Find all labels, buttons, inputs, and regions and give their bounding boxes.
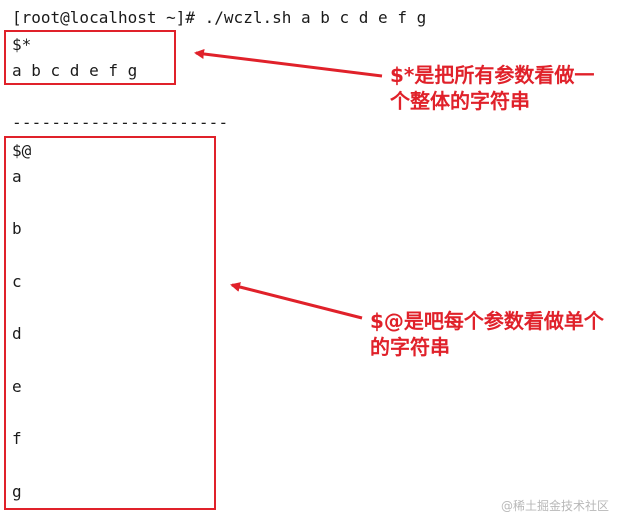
star-arrow	[194, 49, 383, 78]
star-highlight-box	[4, 30, 176, 85]
star-variable-label: $*	[12, 35, 32, 54]
at-output-line: f	[12, 429, 22, 448]
at-output-line: d	[12, 324, 22, 343]
at-highlight-box	[4, 136, 216, 510]
at-annotation-text: $@是吧每个参数看做单个的字符串	[370, 309, 604, 359]
star-annotation-text: $*是把所有参数看做一个整体的字符串	[390, 63, 595, 113]
at-arrow	[230, 282, 363, 320]
watermark: @稀土掘金技术社区	[500, 499, 609, 513]
at-output-line: g	[12, 482, 22, 501]
star-variable-output: a b c d e f g	[12, 61, 138, 80]
terminal-prompt-line: [root@localhost ~]# ./wczl.sh a b c d e …	[12, 8, 427, 27]
at-variable-label: $@	[12, 141, 32, 160]
at-output-line: e	[12, 377, 22, 396]
at-output-line: b	[12, 219, 22, 238]
separator-line: ----------------------	[12, 113, 229, 132]
at-output-line: c	[12, 272, 22, 291]
at-output-line: a	[12, 167, 22, 186]
